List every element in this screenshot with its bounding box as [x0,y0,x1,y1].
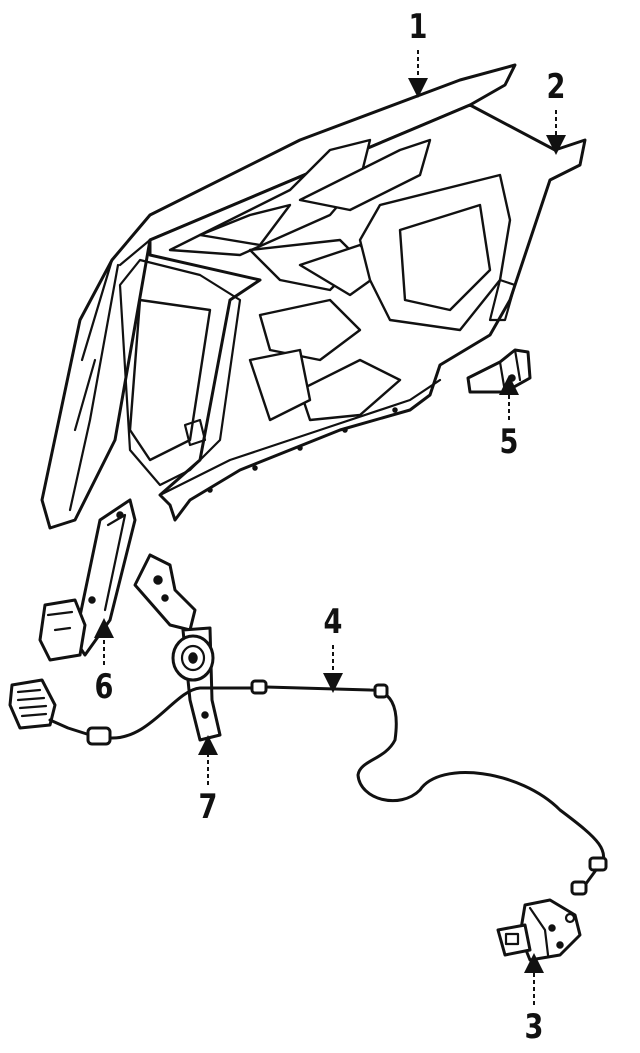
leader-lines [94,50,566,1005]
hood-inner-panel [118,103,587,522]
callout-2: 2 [546,67,566,107]
callout-1: 1 [408,7,428,47]
callout-7: 7 [198,787,218,827]
callout-6: 6 [94,667,114,707]
release-cable [8,678,608,896]
hood-hinge [38,498,137,662]
callout-3: 3 [524,1007,544,1047]
hood-latch [496,898,582,962]
callout-5: 5 [499,422,519,462]
hood-striker [466,348,532,394]
hood-panel [40,63,517,530]
callout-4: 4 [323,602,343,642]
release-lever [133,553,222,742]
